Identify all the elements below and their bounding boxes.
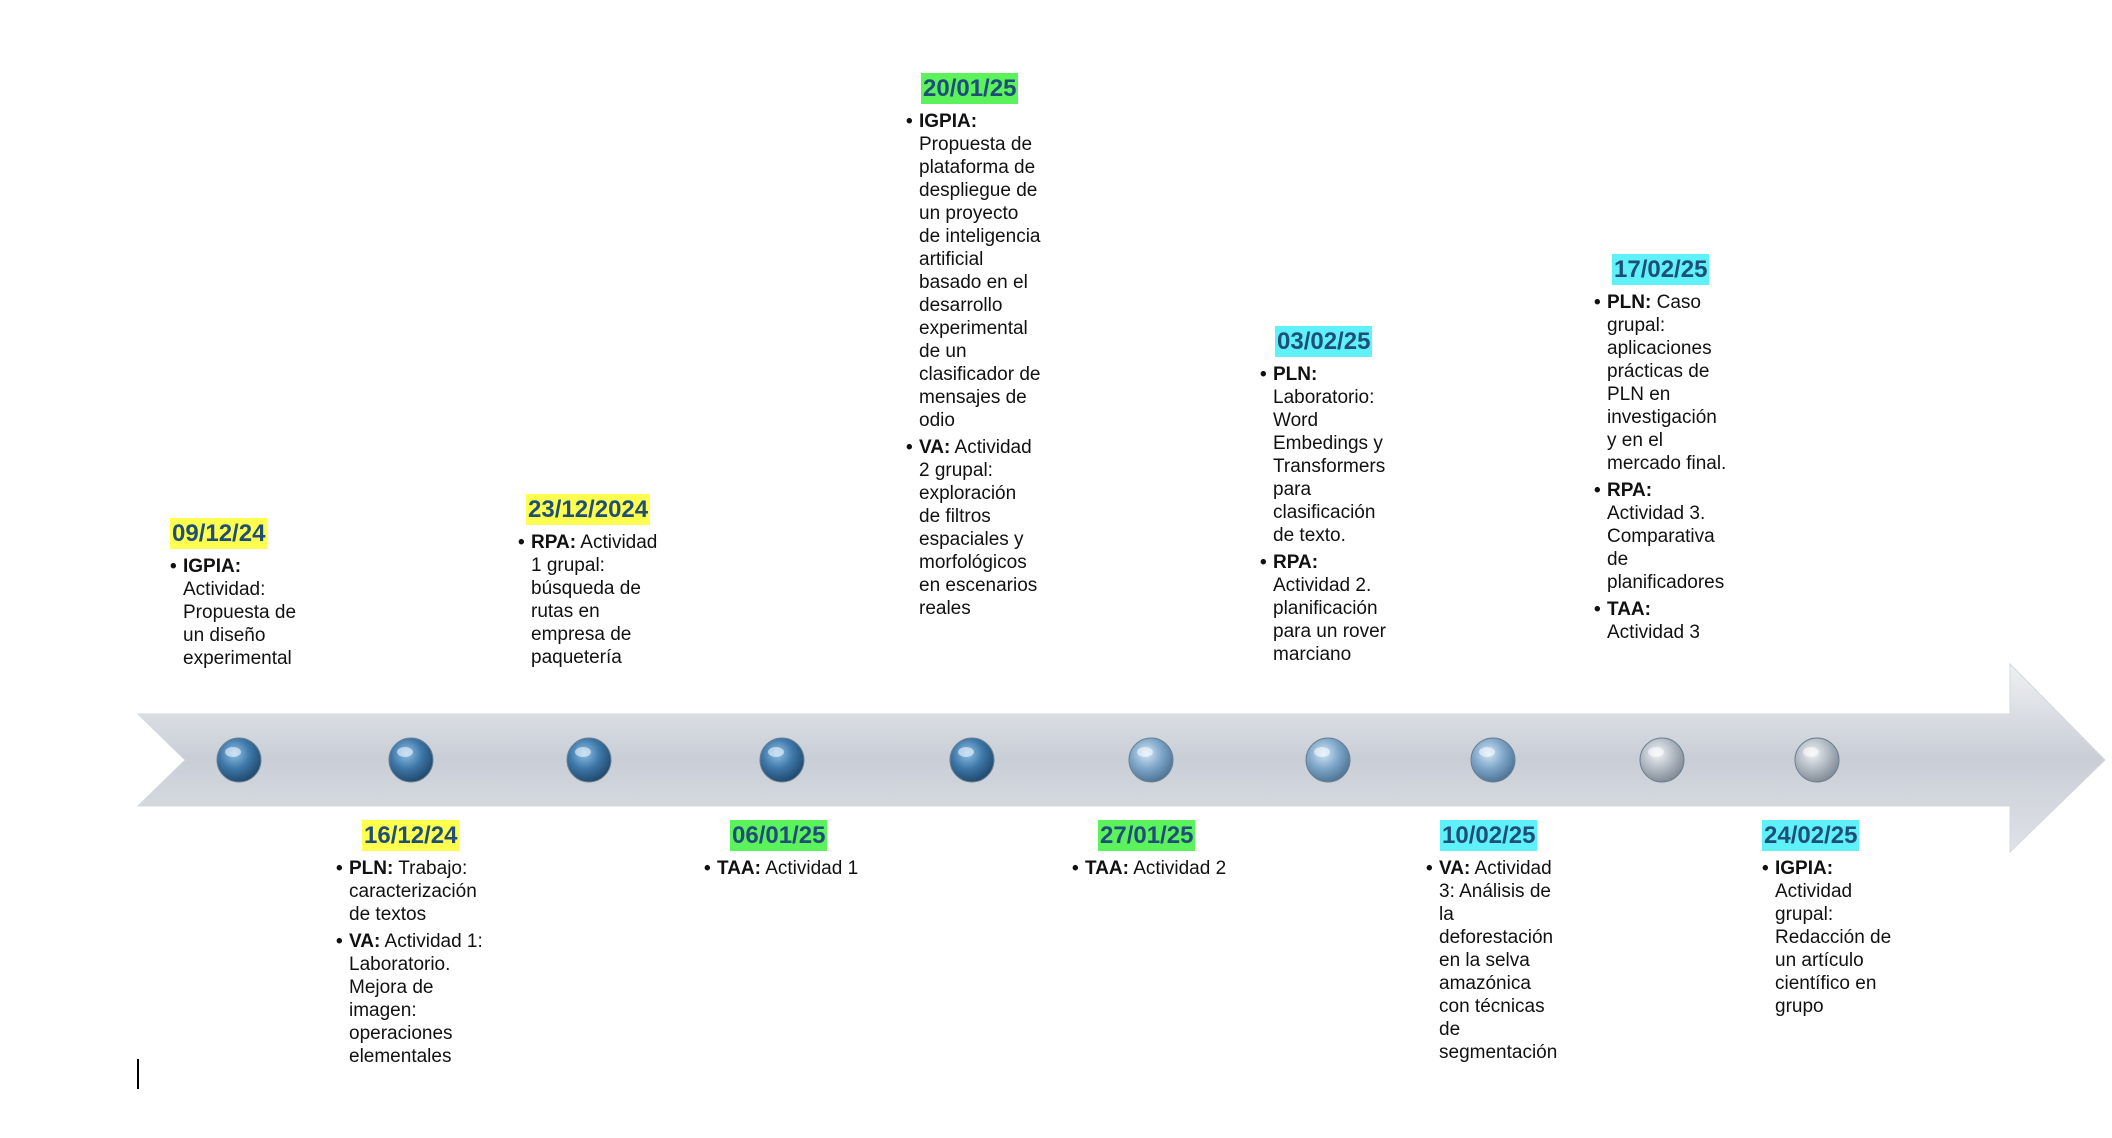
event-date: 06/01/25 (730, 820, 828, 851)
timeline-event: 27/01/25 TAA: Actividad 2 (1072, 820, 1272, 884)
activity-item: IGPIA: Actividad: Propuesta de un diseño… (170, 555, 320, 670)
timeline-dot (216, 737, 262, 783)
event-activities: IGPIA: Actividad: Propuesta de un diseño… (170, 555, 320, 670)
timeline-dot-highlight (1314, 747, 1330, 757)
timeline-dot (1639, 737, 1685, 783)
event-date: 03/02/25 (1275, 326, 1373, 357)
subject-label: RPA: (1607, 480, 1653, 501)
timeline-dot-highlight (1137, 747, 1153, 757)
activity-item: VA: Actividad 1: Laboratorio. Mejora de … (336, 930, 486, 1068)
subject-label: TAA: (717, 858, 761, 879)
activity-item: VA: Actividad 3: Análisis de la deforest… (1426, 857, 1566, 1064)
timeline-dot (1794, 737, 1840, 783)
timeline-event: 23/12/2024 RPA: Actividad 1 grupal: búsq… (518, 494, 668, 673)
timeline-dot-highlight (1479, 747, 1495, 757)
subject-label: VA: (349, 931, 381, 952)
timeline-dot (759, 737, 805, 783)
activity-item: TAA: Actividad 2 (1072, 857, 1272, 880)
activity-item: PLN: Trabajo: caracterización de textos (336, 857, 486, 926)
activity-item: PLN: Laboratorio: Word Embedings y Trans… (1260, 363, 1395, 547)
activity-text: Caso grupal: aplicaciones prácticas de P… (1607, 292, 1727, 474)
timeline-dot (949, 737, 995, 783)
event-date: 23/12/2024 (526, 494, 651, 525)
activity-text: Actividad 2. planificación para un rover… (1273, 575, 1387, 665)
activity-text: Laboratorio: Word Embedings y Transforme… (1273, 387, 1386, 546)
subject-label: TAA: (1607, 599, 1651, 620)
activity-text: Actividad: Propuesta de un diseño experi… (183, 579, 297, 669)
activity-text: Actividad 3 (1607, 622, 1700, 643)
timeline-dot-highlight (1803, 747, 1819, 757)
activity-item: IGPIA: Actividad grupal: Redacción de un… (1762, 857, 1902, 1018)
activity-item: RPA: Actividad 3. Comparativa de planifi… (1594, 479, 1729, 594)
event-activities: RPA: Actividad 1 grupal: búsqueda de rut… (518, 531, 668, 669)
timeline-dot-highlight (1648, 747, 1664, 757)
event-date: 16/12/24 (362, 820, 460, 851)
activity-text: Trabajo: caracterización de textos (349, 858, 477, 925)
event-date: 10/02/25 (1440, 820, 1538, 851)
timeline-event: 17/02/25 PLN: Caso grupal: aplicaciones … (1594, 254, 1729, 648)
activity-text: Actividad 1 grupal: búsqueda de rutas en… (531, 532, 658, 668)
activity-text: Actividad 1: Laboratorio. Mejora de imag… (349, 931, 483, 1067)
timeline-event: 20/01/25 IGPIA: Propuesta de plataforma … (906, 73, 1041, 624)
timeline-dot-highlight (397, 747, 413, 757)
timeline-event: 09/12/24 IGPIA: Actividad: Propuesta de … (170, 518, 320, 674)
event-activities: PLN: Caso grupal: aplicaciones prácticas… (1594, 291, 1729, 644)
event-activities: TAA: Actividad 2 (1072, 857, 1272, 880)
text-cursor (137, 1059, 139, 1089)
timeline-dot-highlight (768, 747, 784, 757)
activity-text: Actividad 3. Comparativa de planificador… (1607, 503, 1725, 593)
timeline-dot (1305, 737, 1351, 783)
timeline-dot (1470, 737, 1516, 783)
subject-label: PLN: (1273, 364, 1318, 385)
activity-item: VA: Actividad 2 grupal: exploración de f… (906, 436, 1041, 620)
activity-item: RPA: Actividad 1 grupal: búsqueda de rut… (518, 531, 668, 669)
subject-label: PLN: (349, 858, 394, 879)
subject-label: RPA: (1273, 552, 1319, 573)
event-activities: TAA: Actividad 1 (704, 857, 904, 880)
event-activities: VA: Actividad 3: Análisis de la deforest… (1426, 857, 1566, 1064)
activity-text: Actividad 2 grupal: exploración de filtr… (919, 437, 1038, 619)
event-date: 24/02/25 (1762, 820, 1860, 851)
subject-label: VA: (919, 437, 951, 458)
subject-label: IGPIA: (183, 556, 242, 577)
timeline-event: 24/02/25 IGPIA: Actividad grupal: Redacc… (1762, 820, 1902, 1022)
event-date: 09/12/24 (170, 518, 268, 549)
activity-text: Actividad 2 (1133, 858, 1227, 879)
activity-text: Actividad 1 (765, 858, 859, 879)
subject-label: IGPIA: (1775, 858, 1834, 879)
event-activities: PLN: Trabajo: caracterización de textos … (336, 857, 486, 1068)
event-date: 17/02/25 (1612, 254, 1710, 285)
event-activities: PLN: Laboratorio: Word Embedings y Trans… (1260, 363, 1395, 666)
event-activities: IGPIA: Actividad grupal: Redacción de un… (1762, 857, 1902, 1018)
timeline-event: 10/02/25 VA: Actividad 3: Análisis de la… (1426, 820, 1566, 1068)
event-date: 20/01/25 (921, 73, 1019, 104)
timeline-dot-highlight (575, 747, 591, 757)
activity-item: PLN: Caso grupal: aplicaciones prácticas… (1594, 291, 1729, 475)
event-activities: IGPIA: Propuesta de plataforma de despli… (906, 110, 1041, 620)
timeline-event: 06/01/25 TAA: Actividad 1 (704, 820, 904, 884)
activity-item: TAA: Actividad 1 (704, 857, 904, 880)
subject-label: VA: (1439, 858, 1471, 879)
subject-label: RPA: (531, 532, 577, 553)
timeline-event: 16/12/24 PLN: Trabajo: caracterización d… (336, 820, 486, 1072)
timeline-dot (1128, 737, 1174, 783)
arrow-shape (136, 662, 2106, 854)
subject-label: PLN: (1607, 292, 1652, 313)
event-date: 27/01/25 (1098, 820, 1196, 851)
timeline-dot-highlight (958, 747, 974, 757)
activity-text: Actividad 3: Análisis de la deforestació… (1439, 858, 1558, 1063)
activity-text: Propuesta de plataforma de despliegue de… (919, 134, 1041, 431)
subject-label: IGPIA: (919, 111, 978, 132)
timeline-dot (566, 737, 612, 783)
timeline-dot (388, 737, 434, 783)
timeline-dot-highlight (225, 747, 241, 757)
activity-item: RPA: Actividad 2. planificación para un … (1260, 551, 1395, 666)
activity-item: TAA: Actividad 3 (1594, 598, 1729, 644)
activity-item: IGPIA: Propuesta de plataforma de despli… (906, 110, 1041, 432)
subject-label: TAA: (1085, 858, 1129, 879)
activity-text: Actividad grupal: Redacción de un artícu… (1775, 881, 1892, 1017)
timeline-event: 03/02/25 PLN: Laboratorio: Word Embeding… (1260, 326, 1395, 670)
